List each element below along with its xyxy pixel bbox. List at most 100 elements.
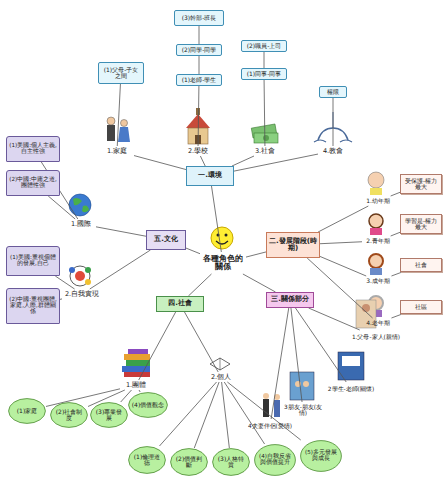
globe-land: [73, 198, 89, 212]
connector-line: [309, 308, 360, 330]
connector-line: [139, 390, 140, 392]
connector-line: [320, 242, 362, 244]
node-text: 社區: [415, 304, 427, 310]
node-text: 2學生-老師(關懷): [328, 386, 374, 392]
leaf-ellipse: (1)家庭: [8, 398, 46, 424]
node-text: (1)美國:個人主義,自主性強: [9, 143, 57, 155]
leaf-ellipse-shape: [9, 399, 46, 424]
folder-box: (1)美國:重視個體的發展,自己: [6, 246, 60, 276]
node-text: (3)專業發展: [93, 409, 125, 422]
node-text: 2.自我實現: [65, 291, 99, 298]
note-box: (3)幹部-班長: [174, 10, 224, 26]
topic-box: 二.發展階段(時期): [266, 232, 320, 258]
youth-body: [370, 228, 382, 235]
connector-line: [55, 276, 74, 289]
money-note: [254, 133, 278, 143]
caption-label: 3朋友-朋友(友情): [280, 402, 326, 418]
connector-line: [96, 227, 146, 236]
caption-label: 4.教會: [318, 146, 348, 156]
node-text: 受保護-權力最大: [403, 178, 439, 190]
caption-label: 2.青年期: [362, 236, 394, 246]
node-text: 3.成年期: [366, 278, 390, 284]
central-topic: 各種角色的關係: [200, 252, 246, 274]
smiley-mouth: [216, 241, 228, 244]
leaf-ellipse-shape: [255, 445, 296, 476]
node-text: 二.發展階段(時期): [269, 238, 317, 253]
culture-icon-dot: [69, 267, 75, 273]
caption-label: 1.團體: [120, 380, 152, 390]
connector-line: [318, 206, 368, 232]
node-text: 1.國際: [71, 221, 91, 228]
connector-line: [391, 192, 400, 196]
money-coin: [263, 135, 269, 141]
caption-label: 4.老年期: [362, 318, 394, 328]
culture-icon-dot: [85, 267, 91, 273]
node-text: 3.社會: [255, 148, 275, 155]
connector-line: [159, 382, 216, 446]
connector-line: [198, 86, 200, 146]
topic-box: 五.文化: [146, 230, 186, 250]
node-text: 2.學校: [188, 148, 208, 155]
node-text: 各種角色的關係: [200, 255, 246, 272]
connector-line: [184, 312, 218, 372]
connector-line: [243, 274, 276, 292]
node-text: (3)人格特質: [215, 456, 247, 469]
family-figure: [362, 304, 370, 312]
connector-line: [188, 274, 211, 296]
leaf-ellipse: (2)價值判斷: [170, 448, 208, 476]
connector-line: [199, 56, 200, 74]
youth-face: [369, 214, 383, 228]
caption-label: 3.成年期: [362, 276, 394, 286]
node-text: (2)價值判斷: [173, 456, 205, 469]
node-text: (2)職員-上司: [247, 43, 282, 49]
connector-line: [271, 308, 289, 419]
caption-label: 2學生-老師(關懷): [324, 382, 378, 396]
caption-label: 4夫妻伴侶(愛情): [244, 419, 296, 433]
culture-icon: [70, 266, 90, 286]
connector-line: [199, 26, 200, 44]
connector-line: [48, 196, 75, 219]
person-body: [118, 127, 130, 142]
culture-icon-core: [75, 271, 85, 281]
node-text: (2)中國:中庸之道,團體性強: [9, 177, 57, 189]
connector-line: [264, 80, 266, 146]
node-text: (4)價值觀念: [132, 402, 165, 408]
node-text: 權限: [327, 89, 339, 95]
leaf-ellipse: (3)人格特質: [212, 448, 250, 476]
leaf-ellipse-shape: [51, 403, 88, 428]
connector-line: [186, 248, 200, 254]
school-tower: [196, 108, 200, 115]
topic-box: 一.環境: [186, 166, 234, 186]
connector-line: [117, 84, 120, 146]
note-card: 受保護-權力最大: [400, 174, 442, 194]
leaf-ellipse-shape: [129, 393, 168, 418]
leaf-ellipse-shape: [171, 449, 208, 476]
leaf-ellipse-shape: [91, 403, 128, 428]
node-text: (1)倫理道德: [131, 454, 163, 467]
connector-line: [291, 308, 302, 402]
adult-body: [370, 268, 382, 275]
connector-line: [307, 258, 372, 318]
connector-line: [391, 314, 402, 318]
node-text: (1)父母-子女之間: [101, 67, 141, 80]
node-text: 學習是-權力最大: [403, 218, 439, 230]
node-text: (1)美國:重視個體的發展,自己: [9, 255, 57, 267]
friend-head: [303, 381, 309, 387]
topic-box: 三.關係部分: [266, 292, 314, 308]
book-stack: [124, 354, 150, 360]
connector-line: [320, 256, 366, 276]
globe: [69, 194, 91, 216]
connector-line: [200, 156, 205, 166]
adult-face: [369, 254, 383, 268]
baby-body: [370, 188, 382, 195]
caption-label: 2.學校: [183, 146, 213, 156]
connector-line: [90, 250, 151, 289]
folder-box: (2)中國:中庸之道,團體性強: [6, 170, 60, 196]
friends-picture: [290, 372, 314, 400]
connector-line: [222, 382, 230, 448]
book-stack: [124, 372, 150, 377]
classroom-board: [342, 356, 360, 366]
node-text: (2)中國:重視團體,家庭,人際,群體關係: [9, 297, 57, 315]
smiley-face: [211, 227, 233, 249]
